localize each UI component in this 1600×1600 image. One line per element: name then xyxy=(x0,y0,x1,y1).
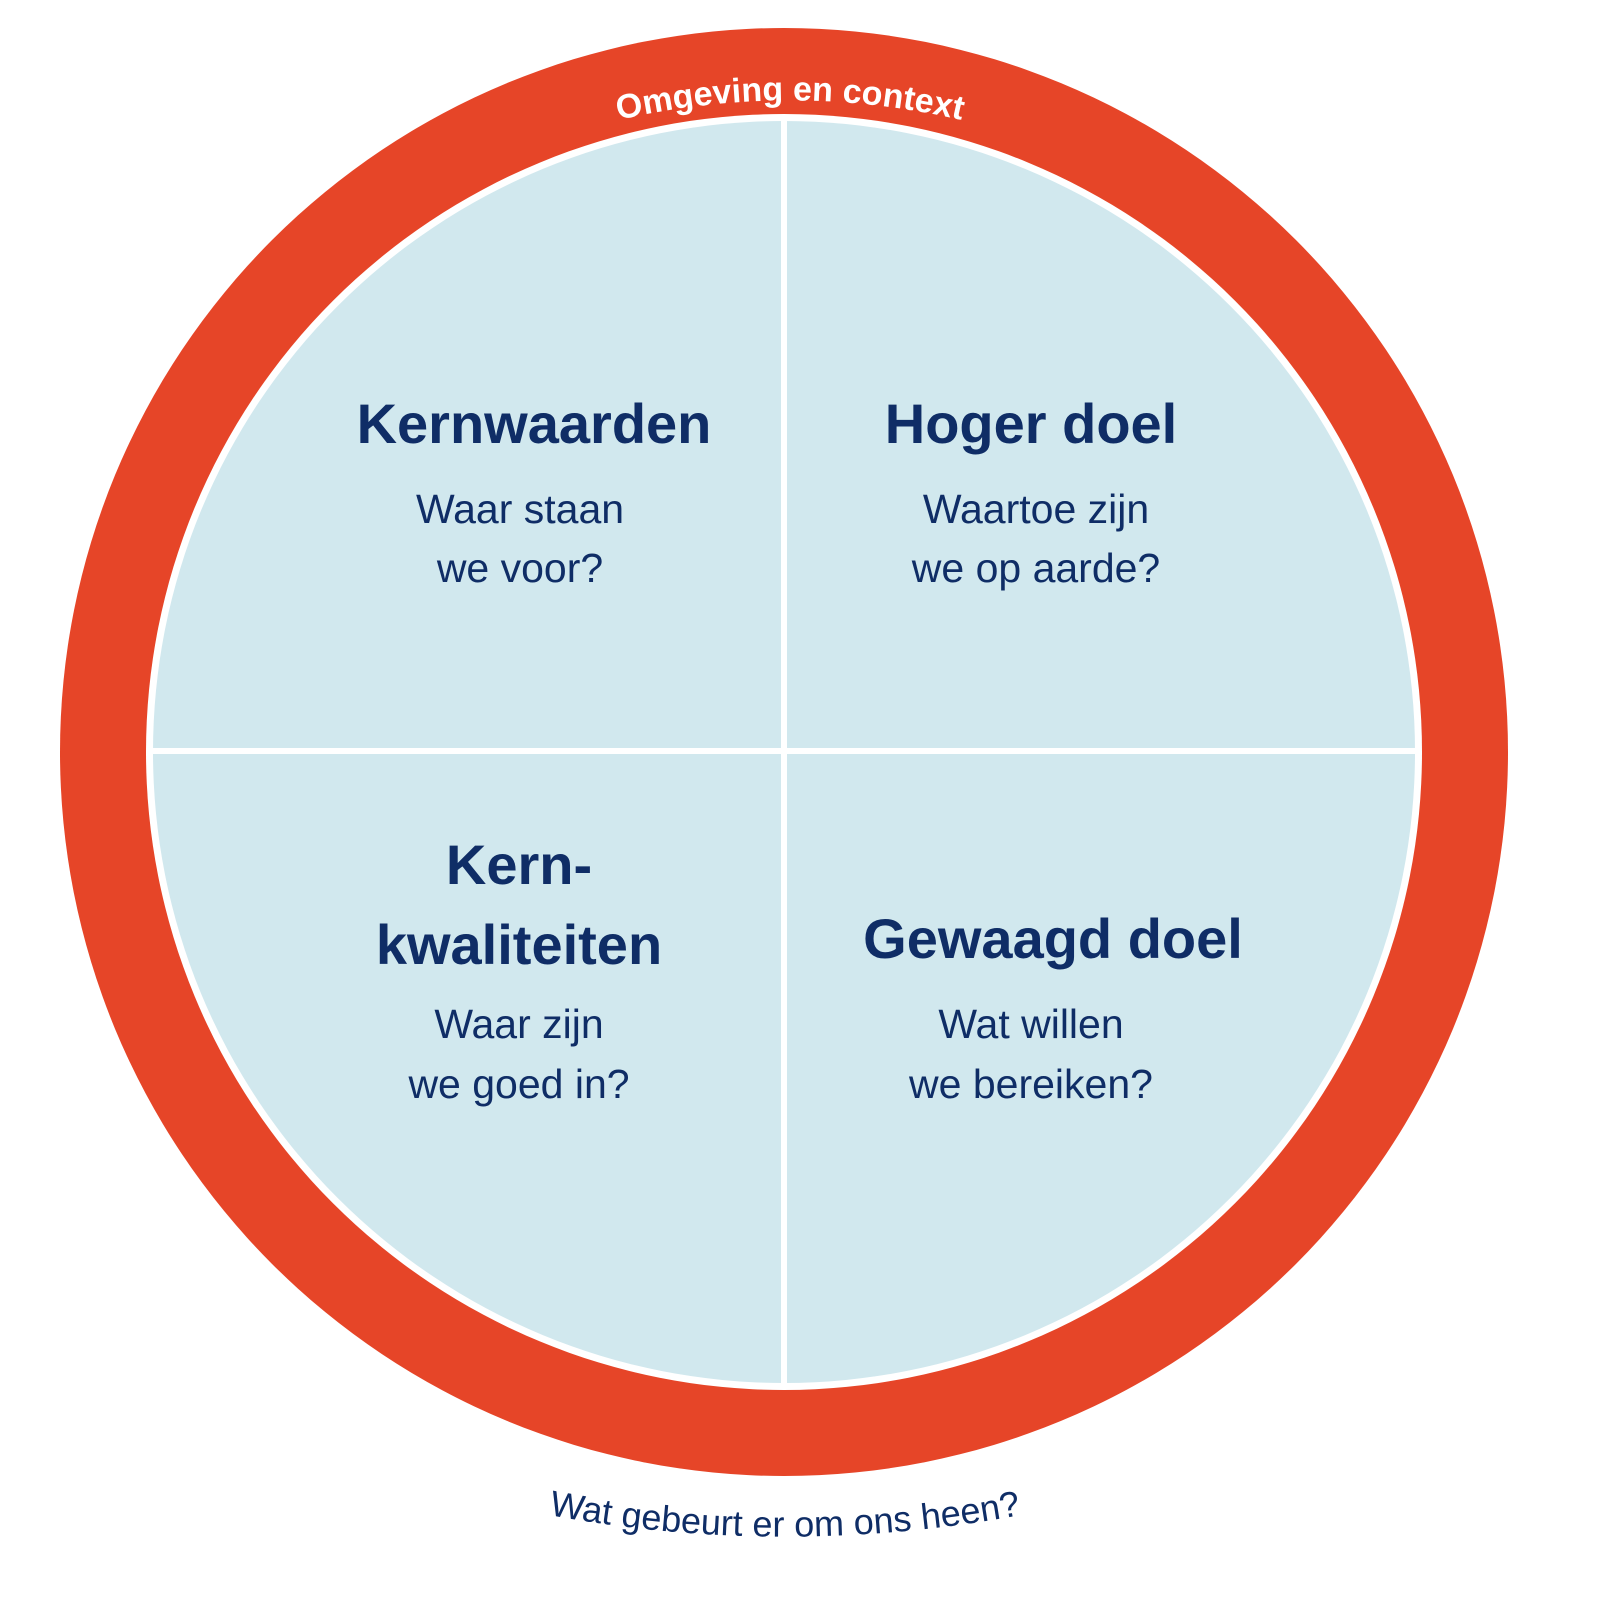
quadrant-subtitle-line-2: we bereiken? xyxy=(908,1061,1153,1107)
quadrant-title: Kernwaarden xyxy=(357,392,712,455)
quadrant-subtitle-line-1: Waartoe zijn xyxy=(923,486,1149,532)
quadrant-kernwaarden: Kernwaarden Waar staan we voor? xyxy=(357,392,712,591)
quadrant-subtitle-line-2: we voor? xyxy=(436,545,603,591)
quadrant-title-line-2: kwaliteiten xyxy=(376,913,662,976)
quadrant-subtitle-line-2: we goed in? xyxy=(407,1061,629,1107)
quadrant-kernkwaliteiten: Kern- kwaliteiten Waar zijn we goed in? xyxy=(376,833,662,1107)
horizontal-divider xyxy=(150,748,1420,754)
quadrant-subtitle-line-2: we op aarde? xyxy=(911,545,1160,591)
quadrant-title: Hoger doel xyxy=(885,392,1177,455)
quadrant-gewaagd-doel: Gewaagd doel Wat willen we bereiken? xyxy=(863,907,1243,1107)
quadrant-subtitle-line-1: Wat willen xyxy=(938,1001,1123,1047)
context-question: Wat gebeurt er om ons heen? xyxy=(547,1482,1022,1544)
quadrant-title: Gewaagd doel xyxy=(863,907,1243,970)
quadrant-subtitle-line-1: Waar staan xyxy=(416,486,624,532)
quadrant-hoger-doel: Hoger doel Waartoe zijn we op aarde? xyxy=(885,392,1177,591)
quadrant-subtitle-line-1: Waar zijn xyxy=(434,1001,603,1047)
quadrant-title-line-1: Kern- xyxy=(446,833,592,896)
